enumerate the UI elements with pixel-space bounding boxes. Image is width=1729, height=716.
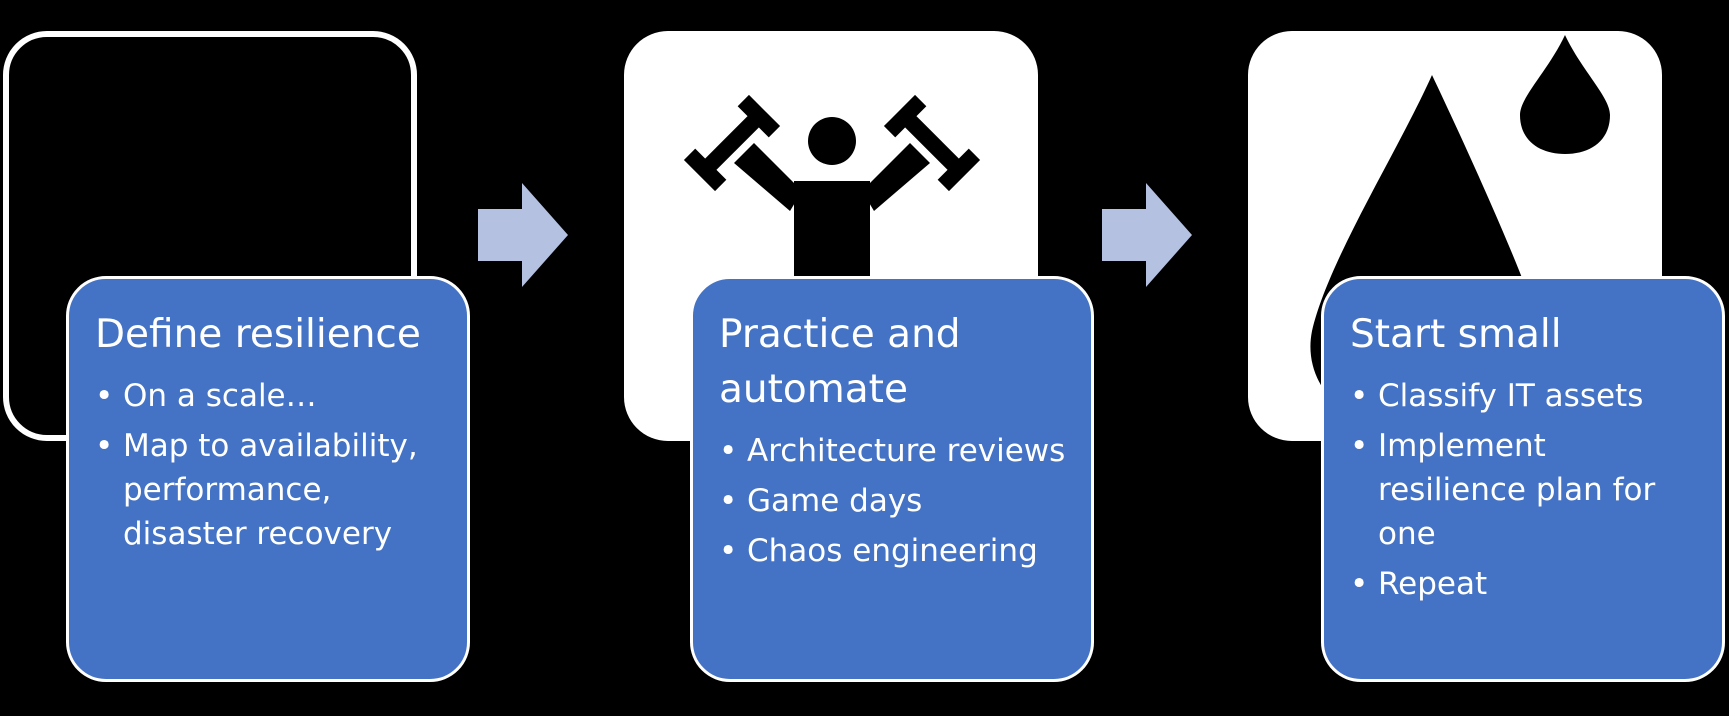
list-item: •Chaos engineering xyxy=(719,529,1069,573)
step-card-practice-and-automate: Practice and automate •Architecture revi… xyxy=(690,276,1094,682)
list-item-text: Classify IT assets xyxy=(1378,378,1644,414)
list-item: •Architecture reviews xyxy=(719,429,1069,473)
bullet-glyph: • xyxy=(95,428,114,464)
card-title: Practice and automate xyxy=(719,312,961,412)
list-item-text: Architecture reviews xyxy=(747,433,1066,469)
bullet-list: •Architecture reviews •Game days •Chaos … xyxy=(719,429,1069,573)
list-item: •Repeat xyxy=(1350,562,1700,606)
list-item-text: Game days xyxy=(747,483,923,519)
bullet-glyph: • xyxy=(1350,428,1369,464)
bullet-glyph: • xyxy=(719,433,738,469)
list-item: •Classify IT assets xyxy=(1350,374,1700,418)
step-card-define-resilience: Define resilience •On a scale… •Map to a… xyxy=(66,276,470,682)
list-item: •On a scale… xyxy=(95,374,445,418)
list-item: •Map to availability, performance, disas… xyxy=(95,424,445,556)
list-item-text: Chaos engineering xyxy=(747,533,1038,569)
bullet-glyph: • xyxy=(1350,566,1369,602)
card-title: Define resilience xyxy=(95,312,421,357)
list-item-text: Map to availability, performance, disast… xyxy=(123,428,418,552)
list-item: •Game days xyxy=(719,479,1069,523)
bullet-list: •Classify IT assets •Implement resilienc… xyxy=(1350,374,1700,606)
list-item-text: On a scale… xyxy=(123,378,317,414)
bullet-list: •On a scale… •Map to availability, perfo… xyxy=(95,374,445,556)
right-arrow-icon xyxy=(478,183,568,287)
bullet-glyph: • xyxy=(719,533,738,569)
list-item-text: Implement resilience plan for one xyxy=(1378,428,1656,552)
list-item-text: Repeat xyxy=(1378,566,1488,602)
bullet-glyph: • xyxy=(1350,378,1369,414)
step-card-start-small: Start small •Classify IT assets •Impleme… xyxy=(1321,276,1725,682)
bullet-glyph: • xyxy=(95,378,114,414)
card-title: Start small xyxy=(1350,312,1562,357)
right-arrow-icon xyxy=(1102,183,1192,287)
list-item: •Implement resilience plan for one xyxy=(1350,424,1700,556)
bullet-glyph: • xyxy=(719,483,738,519)
